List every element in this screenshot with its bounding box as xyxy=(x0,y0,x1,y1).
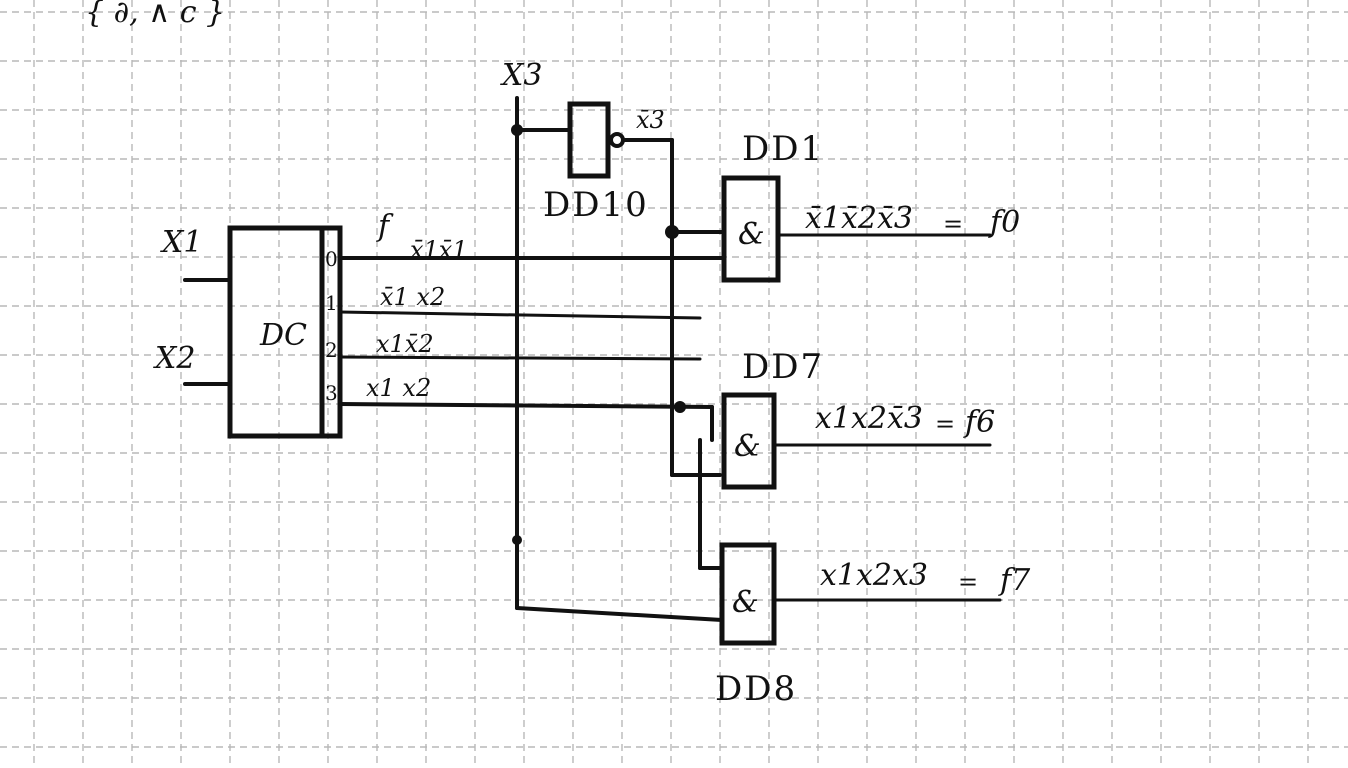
inverter-label: DD10 xyxy=(543,185,649,225)
gate-dd7-result: f6 xyxy=(963,405,995,440)
gate-dd1-result: f0 xyxy=(988,205,1020,240)
decoder-marker-f: f xyxy=(376,209,394,244)
gate-dd7: & DD7 x1x2x̄3 = f6 xyxy=(721,347,995,490)
gate-dd8-result: f7 xyxy=(998,563,1031,598)
junction-x3-lower xyxy=(512,535,522,545)
gate-dd7-body xyxy=(721,392,777,490)
decoder-pin-3: 3 xyxy=(325,381,338,405)
decoder-block: DC 0 1 2 3 xyxy=(227,225,343,439)
wire-dc-out-2 xyxy=(338,355,702,361)
gate-dd8: & DD8 x1x2x3 = f7 xyxy=(715,542,1031,709)
gate-dd7-symbol: & xyxy=(734,429,761,464)
gate-dd8-expression: x1x2x3 xyxy=(820,558,928,593)
dc-output-label-0: x̄1x̄1 xyxy=(410,236,468,264)
dc-output-label-1: x̄1 x2 xyxy=(380,283,445,311)
gate-dd1-label: DD1 xyxy=(742,129,824,169)
decoder-label: DC xyxy=(259,318,307,353)
decoder-output-column xyxy=(319,225,343,439)
junction-x3bar xyxy=(665,225,679,239)
dc-output-label-2: x1x̄2 xyxy=(376,330,434,358)
junction-x3 xyxy=(511,124,523,136)
input-x1-label: X1 xyxy=(160,225,202,260)
decoder-pin-0: 0 xyxy=(325,247,338,271)
input-x3-label: X3 xyxy=(500,58,542,93)
gate-dd1-equals: = xyxy=(943,210,963,238)
inverter-output-label: x̄3 xyxy=(636,106,665,134)
wire-x3-to-dd8 xyxy=(515,606,724,622)
wire-dc-out-3 xyxy=(338,402,714,409)
wire-dc-out-1 xyxy=(338,310,702,320)
gate-dd1-symbol: & xyxy=(738,217,765,252)
gate-dd7-label: DD7 xyxy=(742,347,824,387)
dc-output-label-3: x1 x2 xyxy=(366,374,431,402)
gate-dd1-body xyxy=(721,175,781,283)
input-x2-label: X2 xyxy=(153,341,195,376)
inverter-block: DD10 x̄3 xyxy=(543,101,665,225)
gate-dd8-equals: = xyxy=(958,568,978,596)
gate-dd1: & DD1 x̄1x̄2x̄3 = f0 xyxy=(721,129,1020,283)
gate-dd8-label: DD8 xyxy=(715,669,797,709)
decoder-pin-2: 2 xyxy=(325,338,338,362)
junction-dc-out-3 xyxy=(674,401,686,413)
gate-dd8-body xyxy=(719,542,777,646)
gate-dd8-symbol: & xyxy=(732,585,759,620)
gate-dd7-equals: = xyxy=(935,410,955,438)
gate-dd7-expression: x1x2x̄3 xyxy=(815,401,923,436)
gate-dd1-expression: x̄1x̄2x̄3 xyxy=(805,201,913,236)
inverter-body xyxy=(567,101,611,179)
decoder-pin-1: 1 xyxy=(325,291,338,315)
header-fragment: { ∂, ∧ c } xyxy=(85,0,225,30)
